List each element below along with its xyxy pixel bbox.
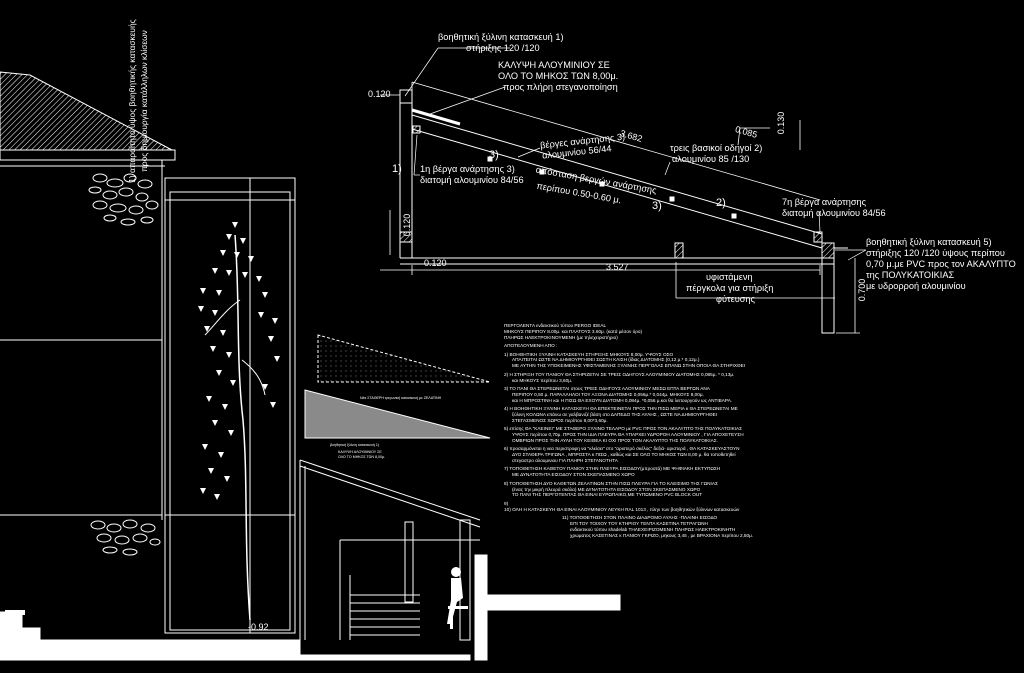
note-8b: (ένας την μικρή πλευρά σκάλα) ΜΕ ΔΥΝΑΤΟΤ… <box>512 486 701 492</box>
notes-title-3: ΠΛΗΡΩΣ ΗΛΕΚΤΡΟΚΙΝΟΥΜΕΝΗ (με τηλεχειριστή… <box>504 334 618 340</box>
left-support-post <box>399 89 413 104</box>
pergola-slope-top <box>411 114 823 235</box>
note-3a: 3) ΤΟ ΠΑΝΙ ΘΑ ΣΤΕΡΕΩΝΕΤΑΙ στους ΤΡΕΙΣ ΟΔ… <box>504 385 710 391</box>
note-3c: και Η ΜΠΡΟΣΤΙΝΗ και Η ΠΙΣΩ ΘΑ ΕΧΟΥΝ ΔΙΑΤ… <box>512 397 733 403</box>
note-5a: 5) επίσης ΘΑ "ΚΛΕΙΝΕΙ" ΜΕ ΣΤΑΘΕΡΟ ΞΥΛΙΝΟ… <box>504 426 743 432</box>
label-existing-2: πέργκολα για στήριξη <box>686 283 774 293</box>
stair-section <box>349 575 420 640</box>
label-vertical-2: προς δημιουργία κατάλληλων κλίσεων <box>139 30 149 172</box>
note-11d: χρωματος ΚΑΣΕΤΙΝΑΣ κ ΠΑΝΙΟΥ ΓΚΡΙΖΟ, μηκο… <box>570 532 754 538</box>
note-7b: ΜΕ ΔΥΝΑΤΟΤΗΤΑ ΕΙΣΟΔΟΥ ΣΤΟΝ ΣΚΕΠΑΣΜΕΝΟ ΧΩ… <box>512 472 635 478</box>
note-9: 9) <box>504 500 509 506</box>
note-6c: στεγαστρο αλουμινιου ΓΙΑ ΠΛΗΡΗ ΣΤΕΓΑΝΟΤΗ… <box>512 458 618 463</box>
terrain-right <box>474 554 621 661</box>
note-11a: 11) ΤΟΠΟΘΕΤΗΣΗ ΣΤΟΝ ΠΛΑΙΝΟ ΔΙΑΔΡΟΜΟ ΑΥΛΗ… <box>562 515 718 520</box>
specification-notes: ΠΕΡΓΟΛΕΝΤΑ ενδεικτικού τύπου PERGO IDEAL… <box>504 323 804 539</box>
dim-0700: 0.700 <box>857 278 868 302</box>
note-5c: ΟΜΒΡΙΩΝ ΠΡΟΣ ΤΗΝ ΑΥΛΗ ΤΟΥ ΚΕΙΘΕΑ ΚΙ ΟΧΙ … <box>512 437 718 443</box>
gelatin-triangle-top <box>317 334 491 383</box>
dim-0120-vert: 0.120 <box>402 213 413 237</box>
note-7a: 7) ΤΟΠΟΘΕΤΗΣΗ ΚΑΘΕΤΟΥ ΠΑΝΙΟΥ ΣΤΗΝ ΠΛΕΥΡΑ… <box>504 466 721 472</box>
label-aux5-3: 0,70 μ.με PVC προς τον ΑΚΑΛΥΠΤΟ <box>866 259 1016 269</box>
note-1a: 1) ΒΟΗΘΗΤΙΚΗ ΞΥΛΙΝΗ ΚΑΤΑΣΚΕΥΗ ΣΤΗΡΙΞΗΣ Μ… <box>504 351 674 357</box>
label-vertical-1: 1) απαραίτητο ύψος βοηθητικής κατασκευής <box>127 19 137 183</box>
label-existing-3: φύτευσης <box>716 294 755 304</box>
note-4b: ξύλινη ΚΟΛΩΝΑ επάνω σε γαλβανιζέ βάση στ… <box>512 411 718 417</box>
marker-2b: 2) <box>716 197 726 209</box>
small-wedge-note: Νέα ΣΤΑΘΕΡΗ τριγωνική κατασκευή με ΖΕΛΑΤ… <box>360 396 442 400</box>
note-4c: ΣΤΕΓΑΣΜΕΝΟΣ ΧΩΡΟΣ περίπου 8,00*3,60μ. <box>512 417 608 423</box>
marker-1: 1) <box>392 163 402 175</box>
note-2b: και ΜΗΚΟΥΣ περίπου 3,60μ. <box>512 377 573 383</box>
note-1b: ΑΠΑΙΤΕΙΤΑΙ ΩΣΤΕ ΝΑ ΔΗΜΙΟΥΡΓΗΘΕΙ ΣΩΣΤΗ ΚΛ… <box>512 357 700 363</box>
label-guides-1: τρεις βασικοί οδηγοί 2) <box>670 143 763 153</box>
label-guides-2: αλουμινίου 85 /130 <box>672 154 750 164</box>
note-4a: 4) Η ΒΟΗΘΗΤΙΚΗ ΞΥΛΙΝΗ ΚΑΤΑΣΚΕΥΗ ΘΑ ΕΠΕΚΤ… <box>504 406 738 411</box>
dim-level: -0.92 <box>248 622 269 632</box>
note-3b: ΠΕΡΙΠΟΥ 0,50 μ. ΠΑΡΑΛΛΗΛΟΙ ΤΟΥ ΑΞΟΝΑ ΔΙΑ… <box>512 391 704 397</box>
small-section-tag-1: βοηθητική ξύλινη κατασκευή 1) <box>330 443 380 447</box>
tree-trunk <box>234 234 251 621</box>
small-section-tag-3: ΟΛΟ ΤΟ ΜΗΚΟΣ ΤΩΝ 8,00μ. <box>338 455 386 459</box>
stone-wall-bottom <box>90 519 161 556</box>
label-aux5-1: βοηθητική ξύλινη κατασκευή 5) <box>866 237 992 247</box>
label-seventh-beam-1: 7η βέργα ανάρτησης <box>782 197 867 207</box>
dim-0130: 0.130 <box>776 111 787 135</box>
note-10: 10) ΟΛΗ Η ΚΑΤΑΣΚΕΥΗ ΘΑ ΕΙΝΑΙ ΑΛΟΥΜΙΝΙΟΥ … <box>504 506 740 512</box>
marker-3c: 3) <box>652 200 662 212</box>
note-6b: ΔΥΟ ΣΤΑΘΕΡΑ ΤΡΙΓΩΝΑ , ΜΠΡΟΣΤΑ κ ΠΙΣΩ , κ… <box>512 452 736 458</box>
label-existing-1: υφιστάμενη <box>706 272 753 282</box>
dimension-lines <box>380 81 860 334</box>
note-6a: 6) προσαρμόνεται η νεα περιστροφη να "κλ… <box>504 446 740 452</box>
label-alu-cover-1: ΚΑΛΥΨΗ ΑΛΟΥΜΙΝΙΟΥ ΣΕ <box>498 60 610 70</box>
label-aux-top-1: βοηθητική ξύλινη κατασκευή 1) <box>438 32 564 42</box>
label-seventh-beam-2: διατομή αλουμινίου 84/56 <box>782 208 886 218</box>
label-first-beam-2: διατομή αλουμινίου 84/56 <box>420 175 524 185</box>
note-5b: ΥΨΟΥΣ περίπου 0,70μ. ΠΡΟΣ ΤΗΝ ΙΔΙΑ ΠΛΕΥΡ… <box>512 432 744 437</box>
label-alu-cover-2: ΟΛΟ ΤΟ ΜΗΚΟΣ ΤΩΝ 8,00μ. <box>498 71 619 81</box>
pergola-slope-bottom <box>411 128 823 249</box>
marker-3a: 3) <box>489 149 499 161</box>
note-11c: ενδεικτικού τύπου shadelab ΤΗΛΕΧΕΙΡΙΖΟΜΕ… <box>570 526 736 532</box>
note-8c: ΤΟ ΠΑΝΙ ΤΗΣ ΠΕΡΓΟΤΕΝΤΑΣ ΘΑ ΕΙΝΑΙ ΕΥΡΩΠΑΙ… <box>512 492 703 498</box>
label-aux5-5: με υδρορροή αλουμινίου <box>866 281 966 291</box>
notes-title-1: ΠΕΡΓΟΛΕΝΤΑ ενδεικτικού τύπου PERGO IDEAL <box>504 323 607 328</box>
stone-wall-top <box>88 173 159 226</box>
label-first-beam-1: 1η βέργα ανάρτησης 3) <box>420 164 515 174</box>
roof-eave <box>0 149 176 161</box>
note-2a: 2) Η ΣΤΗΡΙΞΗ ΤΟΥ ΠΑΝΙΟΥ ΘΑ ΣΤΗΡΙΖΕΤΑΙ ΣΕ… <box>504 371 735 377</box>
note-8a: 8) ΤΟΠΟΘΕΤΗΣΗ ΔΥΟ ΚΑΘΕΤΩΝ ΖΕΛΑΤΙΝΩΝ ΣΤΗΝ… <box>504 480 718 486</box>
small-section-tag-2: ΚΑΛΥΨΗ ΑΛΟΥΜΙΝΙΟΥ ΣΕ <box>338 450 382 454</box>
gelatin-triangle-bottom <box>304 389 491 439</box>
seated-person-figure <box>447 567 468 629</box>
label-aux-top-2: στήριξης 120 /120 <box>466 43 540 53</box>
dim-3527: 3.527 <box>606 262 629 272</box>
tree-foliage <box>198 222 280 500</box>
notes-composed: ΑΠΟΤΕΛΟΥΜΕΝΗ ΑΠΟ : <box>504 343 558 349</box>
label-alu-cover-3: προς πλήρη στεγανοποίηση <box>503 82 618 92</box>
label-aux5-2: στήριξης 120 /120 ύψους περίπου <box>866 248 1005 258</box>
note-1c: ΜΕ ΑΥΤΗΝ ΤΗΣ ΥΠΟΚΕΙΜΕΝΗΣ ΥΦΙΣΤΑΜΕΝΗΣ ΞΥΛ… <box>512 363 746 369</box>
dim-0120-top: 0.120 <box>368 89 391 99</box>
dim-0120-bottom: 0.120 <box>424 258 447 268</box>
note-11b: ΕΠΙ ΤΟΥ ΤΟΙΧΟΥ ΤΟΥ ΚΤΗΡΙΟΥ ΤΕΝΤΑ ΚΑΣΕΤΙΝ… <box>570 520 708 526</box>
notes-title-2: ΜΗΚΟΥΣ ΠΕΡΙΠΟΥ 8.00μ. και ΠΛΑΤΟΥΣ 3.60μ.… <box>504 328 643 334</box>
label-aux5-4: της ΠΟΛΥΚΑΤΟΙΚΙΑΣ <box>866 270 955 280</box>
leader-lines <box>404 47 867 261</box>
